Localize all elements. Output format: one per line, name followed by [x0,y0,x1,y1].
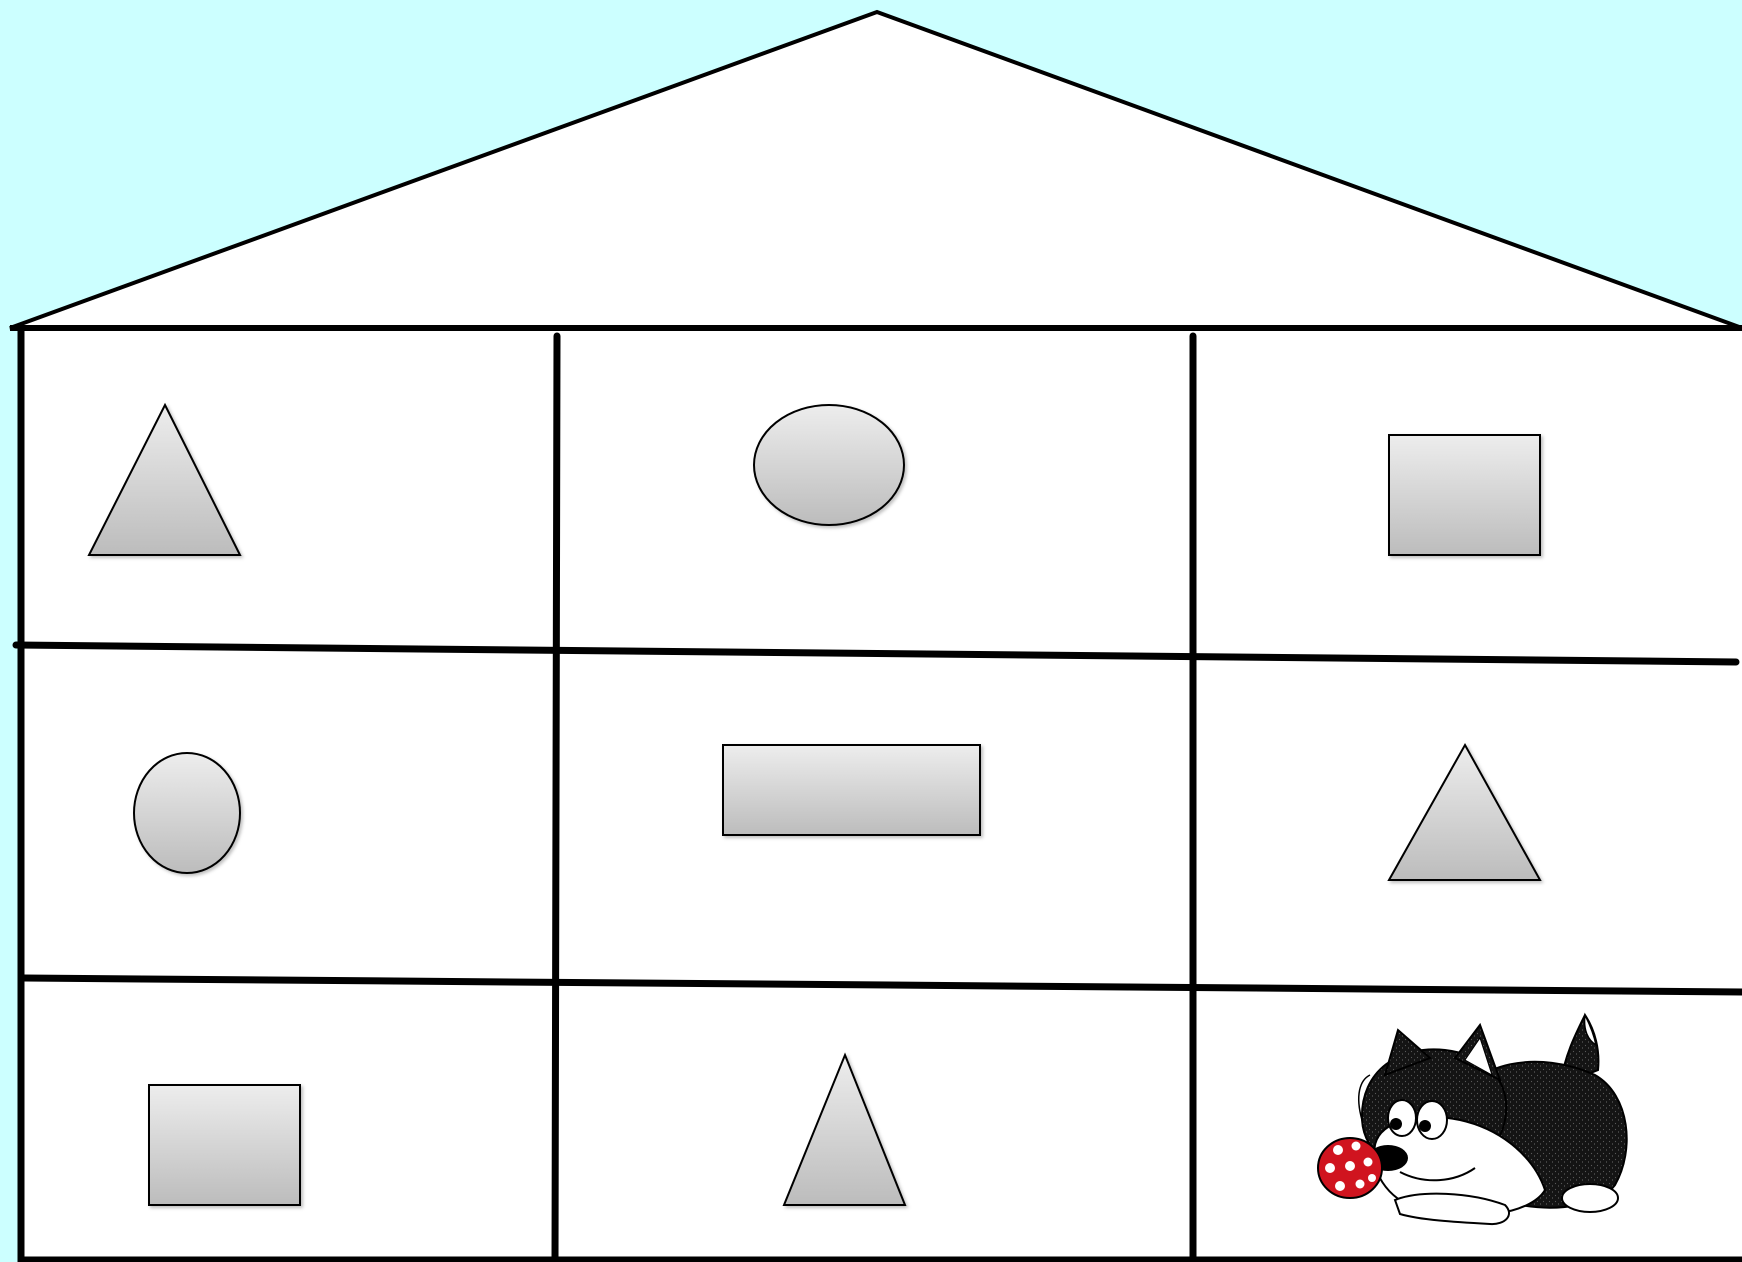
rectangle-shape [723,745,980,835]
circle-shape [134,753,240,873]
square-shape [149,1085,300,1205]
ellipse-shape [754,405,904,525]
kitten-left-eye [1388,1100,1416,1136]
house-roof [10,12,1742,328]
kitten-back-paw [1562,1184,1618,1212]
divider-vertical-1 [555,336,557,1262]
square-shape [1389,435,1540,555]
kitten-left-pupil [1390,1118,1402,1130]
kitten-right-pupil [1419,1120,1431,1132]
kitten-right-eye [1417,1101,1447,1139]
